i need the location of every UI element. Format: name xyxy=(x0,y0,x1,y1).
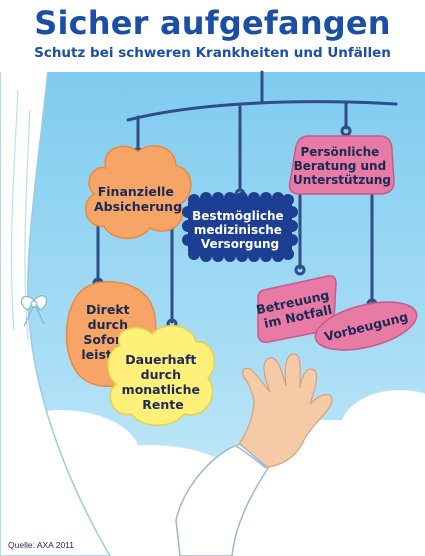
tile-label-line: Dauerhaft xyxy=(125,352,196,367)
baby-hand xyxy=(175,353,333,556)
tile-medizinische-versorgung: Bestmögliche medizinische Versorgung xyxy=(182,192,298,262)
tile-label-line: Direkt xyxy=(86,302,130,317)
tile-vorbeugung: Vorbeugung xyxy=(314,301,418,351)
tile-label-line: Rente xyxy=(142,397,183,412)
tile-label-line: durch xyxy=(88,317,128,332)
source-credit: Quelle: AXA 2011 xyxy=(8,540,75,550)
tile-label-line: Bestmögliche xyxy=(192,209,284,223)
page-title: Sicher aufgefangen xyxy=(34,4,391,42)
sleeve xyxy=(175,443,269,556)
tile-label-line: Beratung und xyxy=(294,159,387,173)
tile-dauerhaft-rente: Dauerhaft durch monatliche Rente xyxy=(107,324,215,426)
svg-text:Bestmögliche medizinis: Bestmögliche medizinische Versorgung xyxy=(192,209,288,251)
tile-label-line: durch xyxy=(141,367,181,382)
tile-label-line: monatliche xyxy=(122,382,200,397)
svg-text:Persönliche Beratung u: Persönliche Beratung und Unterstützung xyxy=(293,145,391,187)
svg-text:Finanzielle Absicherun: Finanzielle Absicherung xyxy=(94,184,182,214)
tile-label-line: Unterstützung xyxy=(293,173,391,187)
tile-persoenliche-beratung: Persönliche Beratung und Unterstützung xyxy=(288,135,395,195)
svg-text:Dauerhaft durch: Dauerhaft durch monatliche Rente xyxy=(122,352,205,412)
tile-label-line: Finanzielle xyxy=(98,184,174,199)
tile-finanzielle-absicherung: Finanzielle Absicherung xyxy=(84,145,192,239)
tile-label-line: Persönliche xyxy=(301,145,380,159)
curtain-bow xyxy=(20,295,48,327)
tile-label-line: medizinische xyxy=(194,223,282,237)
page-subtitle: Schutz bei schweren Krankheiten und Unfä… xyxy=(34,45,391,61)
tile-label-line: Absicherung xyxy=(94,199,182,214)
tile-label-line: Versorgung xyxy=(201,237,279,251)
